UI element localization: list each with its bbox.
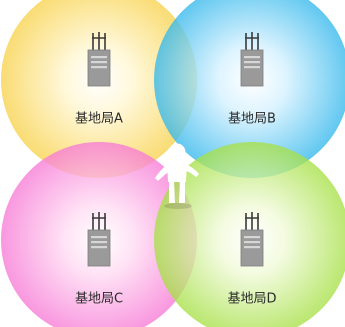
base-station-tower-icon xyxy=(87,32,111,87)
coverage-area-a xyxy=(1,0,197,178)
base-station-tower-icon xyxy=(87,212,111,267)
base-station-tower-icon xyxy=(240,32,264,87)
coverage-area-b xyxy=(154,0,345,178)
tower-layer xyxy=(87,32,264,267)
person-icon xyxy=(155,143,199,209)
base-station-tower-icon xyxy=(240,212,264,267)
